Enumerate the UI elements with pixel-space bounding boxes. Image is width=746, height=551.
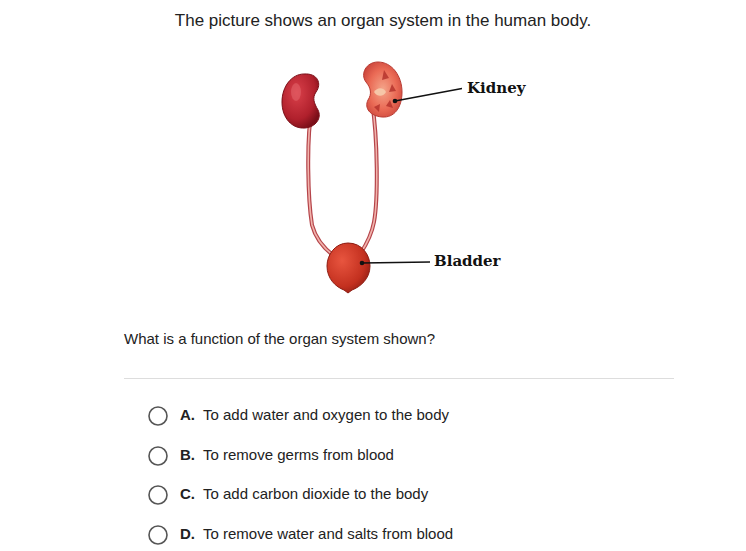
part-label: Kidney <box>467 79 525 97</box>
kidney-pyramids <box>374 70 396 112</box>
renal-pelvis <box>374 88 386 96</box>
radio-button <box>149 486 167 504</box>
option-text: To add water and oxygen to the body <box>203 406 449 424</box>
ureter <box>308 108 334 256</box>
kidney-section <box>364 62 402 117</box>
radio-button <box>149 407 167 425</box>
question-intro: The picture shows an organ system in the… <box>175 11 591 31</box>
option-letter: B. <box>180 446 195 464</box>
ureter-highlight <box>360 102 377 254</box>
ureter-highlight <box>308 108 334 256</box>
leader-line <box>395 89 462 102</box>
radio-button <box>149 447 167 465</box>
radio-button <box>149 526 167 544</box>
option-text: To add carbon dioxide to the body <box>203 485 428 503</box>
option-letter: C. <box>180 485 195 503</box>
option-letter: D. <box>180 525 195 543</box>
option-text: To remove germs from blood <box>203 446 394 464</box>
leader-dot <box>360 261 365 266</box>
question-text: What is a function of the organ system s… <box>124 330 435 348</box>
option-letter: A. <box>180 406 195 424</box>
part-label: Bladder <box>434 252 501 270</box>
divider <box>124 378 674 379</box>
bladder <box>327 243 370 293</box>
leader-dot <box>393 99 398 104</box>
kidney <box>282 74 319 128</box>
kidney-shine <box>291 83 301 101</box>
ureter <box>360 102 377 254</box>
leader-line <box>362 262 430 263</box>
option-text: To remove water and salts from blood <box>203 525 453 543</box>
